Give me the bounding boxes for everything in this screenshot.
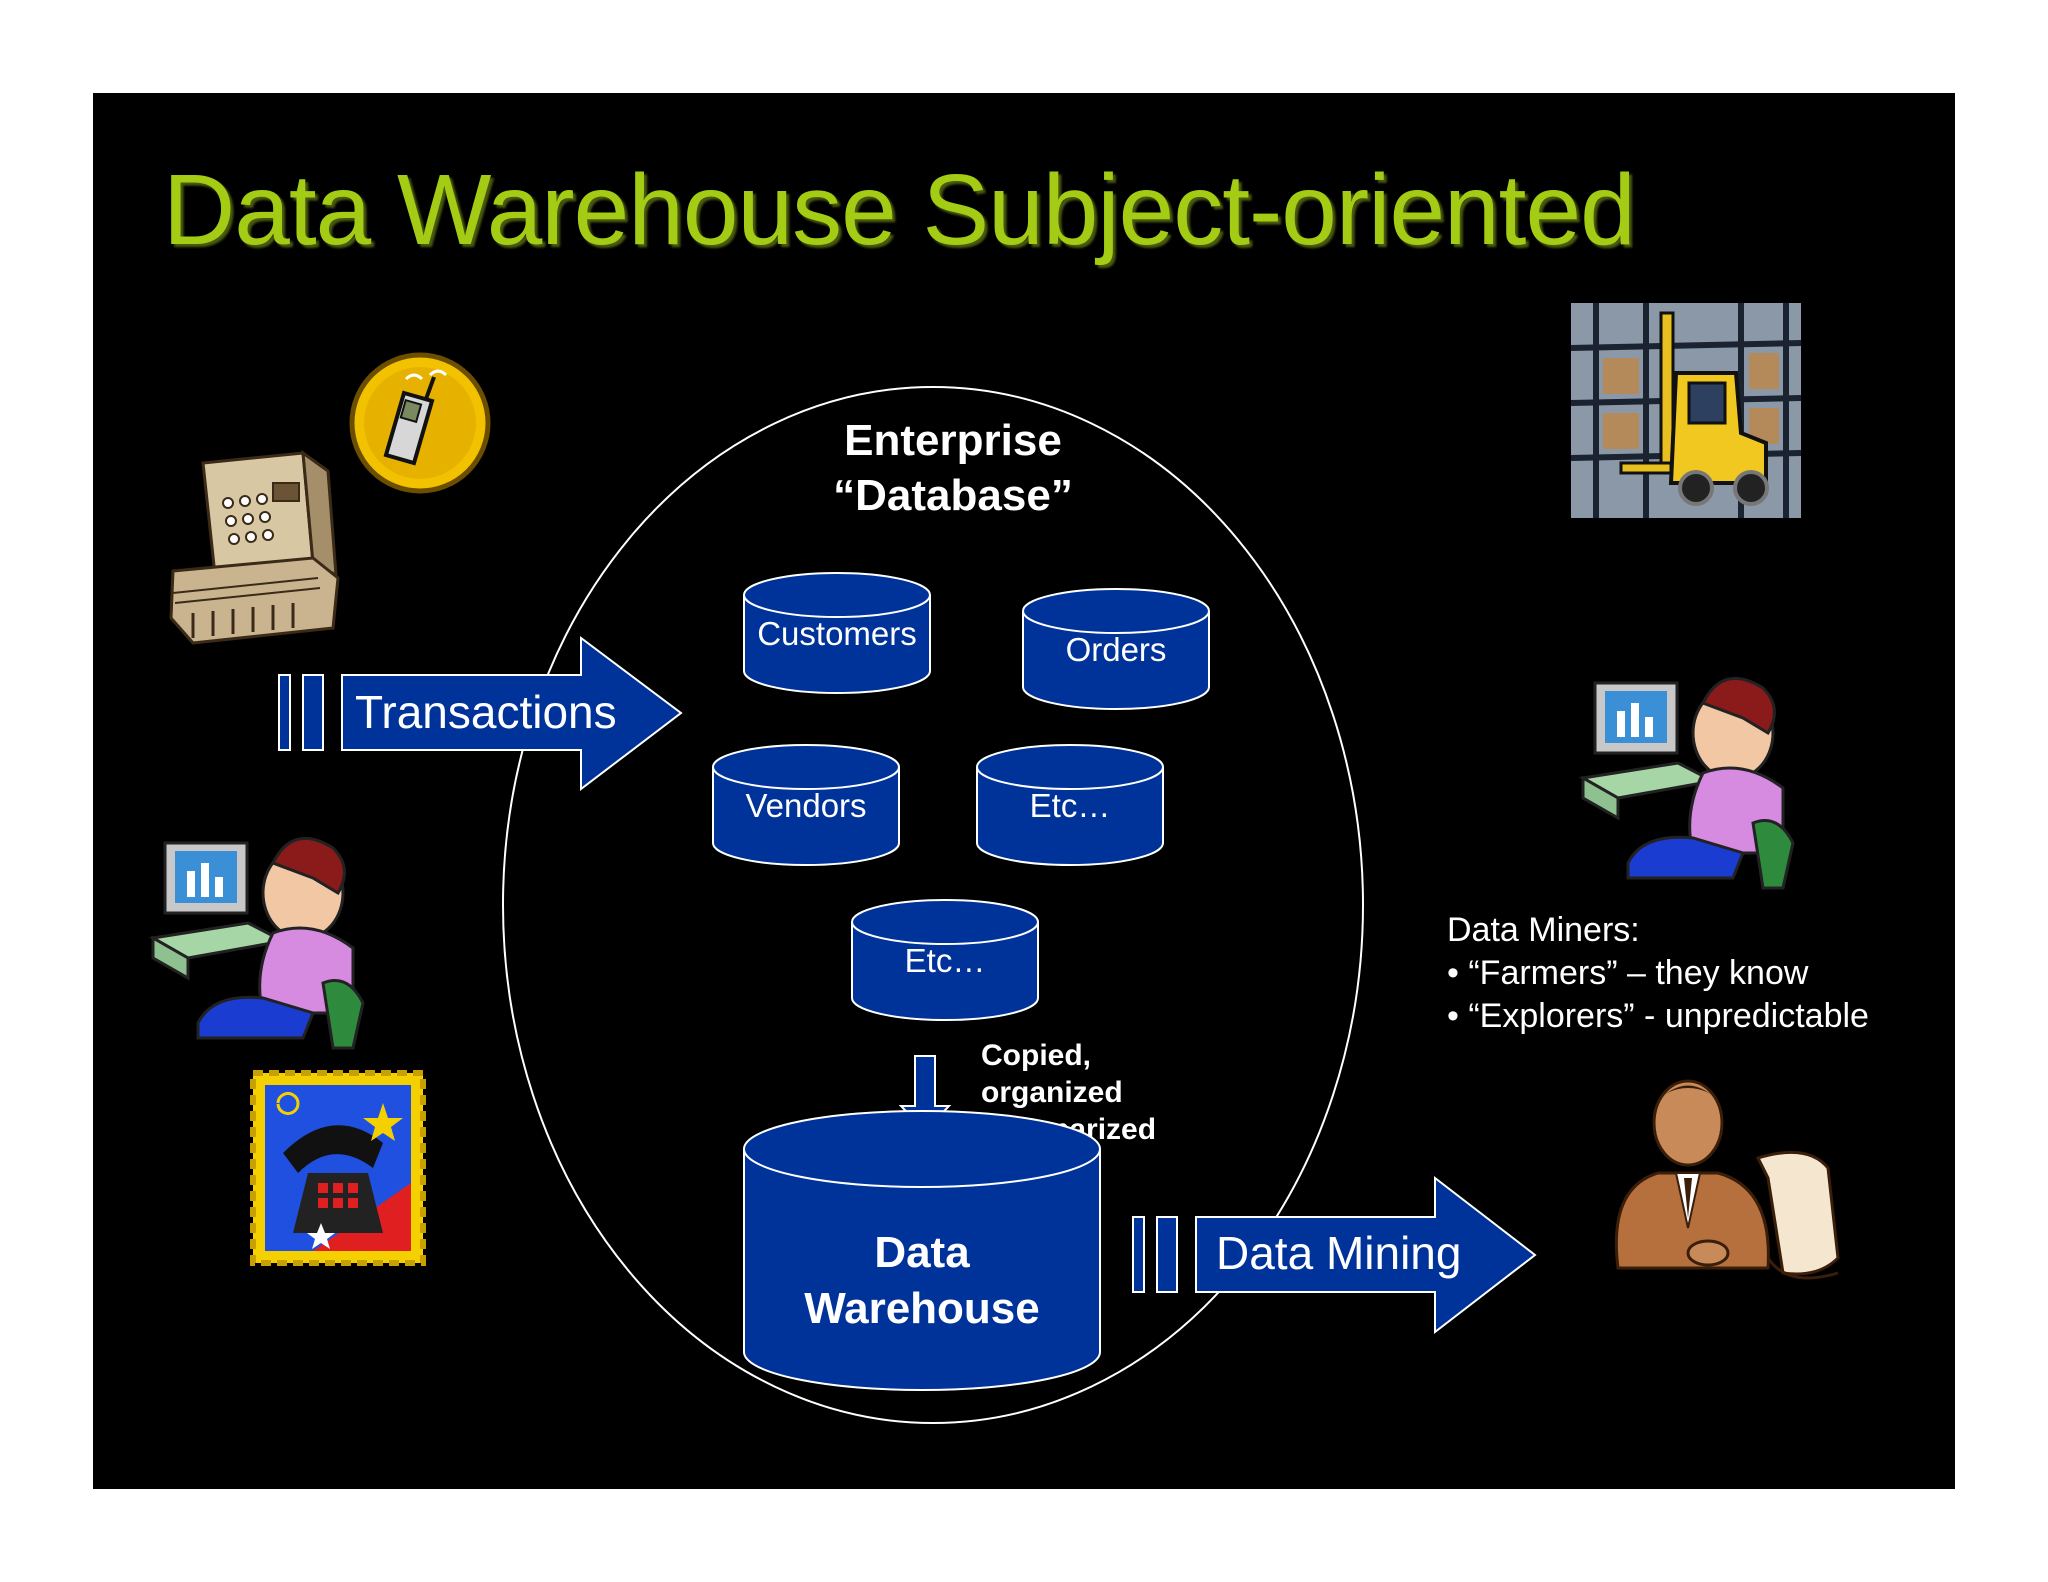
slide: Data Warehouse Subject-oriented Enterpri… xyxy=(93,93,1955,1489)
warehouse-label-2: Warehouse xyxy=(804,1284,1040,1333)
transactions-arrow: Transactions xyxy=(278,636,683,792)
cylinder-orders: Orders xyxy=(1022,588,1210,710)
cylinder-customers: Customers xyxy=(743,572,931,694)
enterprise-label-2: “Database” xyxy=(833,471,1073,520)
telephone-stamp-icon xyxy=(250,1070,426,1266)
copied-note-1: Copied, xyxy=(981,1039,1091,1072)
cylinder-label: Orders xyxy=(1066,631,1167,668)
slide-title: Data Warehouse Subject-oriented xyxy=(163,154,1636,266)
cylinder-etc-2: Etc… xyxy=(851,899,1039,1021)
data-mining-arrow: Data Mining xyxy=(1132,1175,1537,1335)
transactions-label: Transactions xyxy=(355,686,617,738)
computer-user-icon xyxy=(1578,676,1795,890)
data-mining-label: Data Mining xyxy=(1216,1227,1461,1279)
cylinder-etc-1: Etc… xyxy=(976,744,1164,866)
data-miners-item: • “Farmers” – they know xyxy=(1447,954,1809,992)
cylinder-label: Customers xyxy=(757,615,917,652)
cylinder-vendors: Vendors xyxy=(712,744,900,866)
cylinder-label: Vendors xyxy=(745,787,866,824)
computer-user-icon xyxy=(148,836,365,1050)
forklift-warehouse-icon xyxy=(1570,303,1802,518)
data-miners-item: • “Explorers” - unpredictable xyxy=(1447,997,1869,1035)
diagram-canvas: Enterprise “Database” Customers Orders V… xyxy=(148,303,1840,1424)
enterprise-label-1: Enterprise xyxy=(844,416,1062,465)
cell-phone-icon xyxy=(349,352,491,494)
cylinder-label: Etc… xyxy=(905,942,986,979)
data-miners-note: Data Miners: • “Farmers” – they know • “… xyxy=(1447,909,1869,1038)
data-warehouse-cylinder: Data Warehouse xyxy=(743,1110,1101,1391)
cylinder-label: Etc… xyxy=(1030,787,1111,824)
enterprise-ellipse xyxy=(502,386,1364,1424)
cash-register-icon xyxy=(169,449,340,645)
thinking-man-icon xyxy=(1614,1079,1840,1280)
data-miners-heading: Data Miners: xyxy=(1447,911,1640,949)
warehouse-label-1: Data xyxy=(874,1228,970,1277)
copied-note-2: organized xyxy=(981,1076,1123,1109)
